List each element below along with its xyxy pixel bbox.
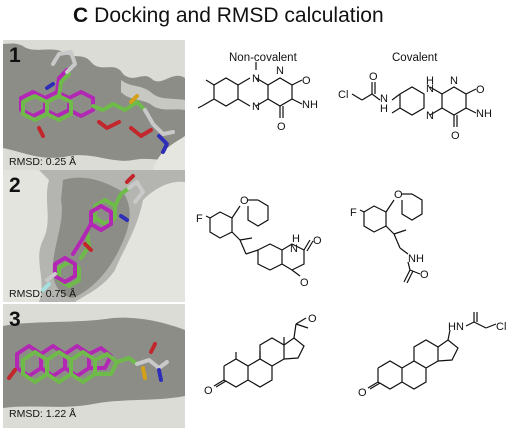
atom-o: O bbox=[358, 387, 367, 399]
column-header-noncovalent: Non-covalent bbox=[229, 52, 297, 64]
atom-o: O bbox=[472, 312, 481, 314]
atom-nh: NH bbox=[302, 99, 318, 111]
atom-f: F bbox=[350, 207, 357, 219]
atom-h: H bbox=[426, 75, 434, 87]
atom-h: H bbox=[380, 103, 388, 115]
atom-nh: NH bbox=[408, 253, 424, 265]
docking-panel-3: 3 RMSD: 1.22 Å bbox=[3, 304, 185, 428]
atom-h: H bbox=[292, 233, 300, 245]
atom-o: O bbox=[204, 385, 213, 397]
atom-n: N bbox=[426, 110, 434, 122]
docking-panel-2: 2 RMSD: 0.75 Å bbox=[3, 170, 185, 302]
row-number-3: 3 bbox=[9, 308, 21, 331]
atom-o: O bbox=[476, 84, 485, 96]
atom-hn: HN bbox=[448, 321, 464, 333]
docking-pose-3 bbox=[3, 317, 185, 408]
structure-1-noncovalent: N N N O NH O bbox=[198, 62, 318, 133]
atom-cl: Cl bbox=[496, 321, 506, 333]
atom-o: O bbox=[313, 235, 322, 247]
column-header-covalent: Covalent bbox=[392, 52, 438, 64]
rmsd-label-1: RMSD: 0.25 Å bbox=[9, 156, 77, 168]
structure-2-covalent: F O NH O bbox=[350, 189, 429, 284]
panel-letter: C bbox=[73, 4, 89, 27]
atom-o: O bbox=[369, 71, 378, 83]
atom-n: N bbox=[426, 83, 434, 95]
atom-n: N bbox=[252, 101, 260, 113]
atom-o: O bbox=[451, 130, 460, 142]
atom-n: N bbox=[252, 73, 260, 85]
title-text: Docking and RMSD calculation bbox=[94, 4, 384, 27]
docking-pose-2 bbox=[39, 170, 185, 302]
atom-cl: Cl bbox=[338, 89, 348, 101]
rmsd-label-3: RMSD: 1.22 Å bbox=[9, 408, 77, 420]
atom-f: F bbox=[196, 213, 203, 225]
atom-o: O bbox=[420, 269, 429, 281]
atom-o: O bbox=[308, 314, 317, 325]
atom-o: O bbox=[394, 189, 403, 201]
atom-n: N bbox=[276, 65, 284, 77]
atom-n: N bbox=[290, 243, 298, 255]
atom-n: N bbox=[380, 93, 388, 105]
row-number-1: 1 bbox=[9, 44, 21, 67]
structure-1-covalent: Cl O H N H N N N O NH O bbox=[338, 71, 492, 142]
atom-o: O bbox=[277, 121, 286, 133]
atom-o: O bbox=[300, 277, 309, 289]
docking-pose-1 bbox=[3, 40, 185, 170]
docking-panel-1: 1 RMSD: 0.25 Å bbox=[3, 40, 185, 170]
atom-nh: NH bbox=[476, 108, 492, 120]
rmsd-label-2: RMSD: 0.75 Å bbox=[9, 288, 77, 300]
atom-n: N bbox=[450, 75, 458, 87]
structure-2-noncovalent: F O H N O O bbox=[196, 195, 322, 289]
row-number-2: 2 bbox=[9, 174, 21, 197]
atom-o: O bbox=[240, 195, 249, 207]
structure-3-noncovalent: O O bbox=[204, 314, 317, 397]
structure-3-covalent: O HN O Cl bbox=[358, 312, 506, 399]
atom-o: O bbox=[302, 75, 311, 87]
